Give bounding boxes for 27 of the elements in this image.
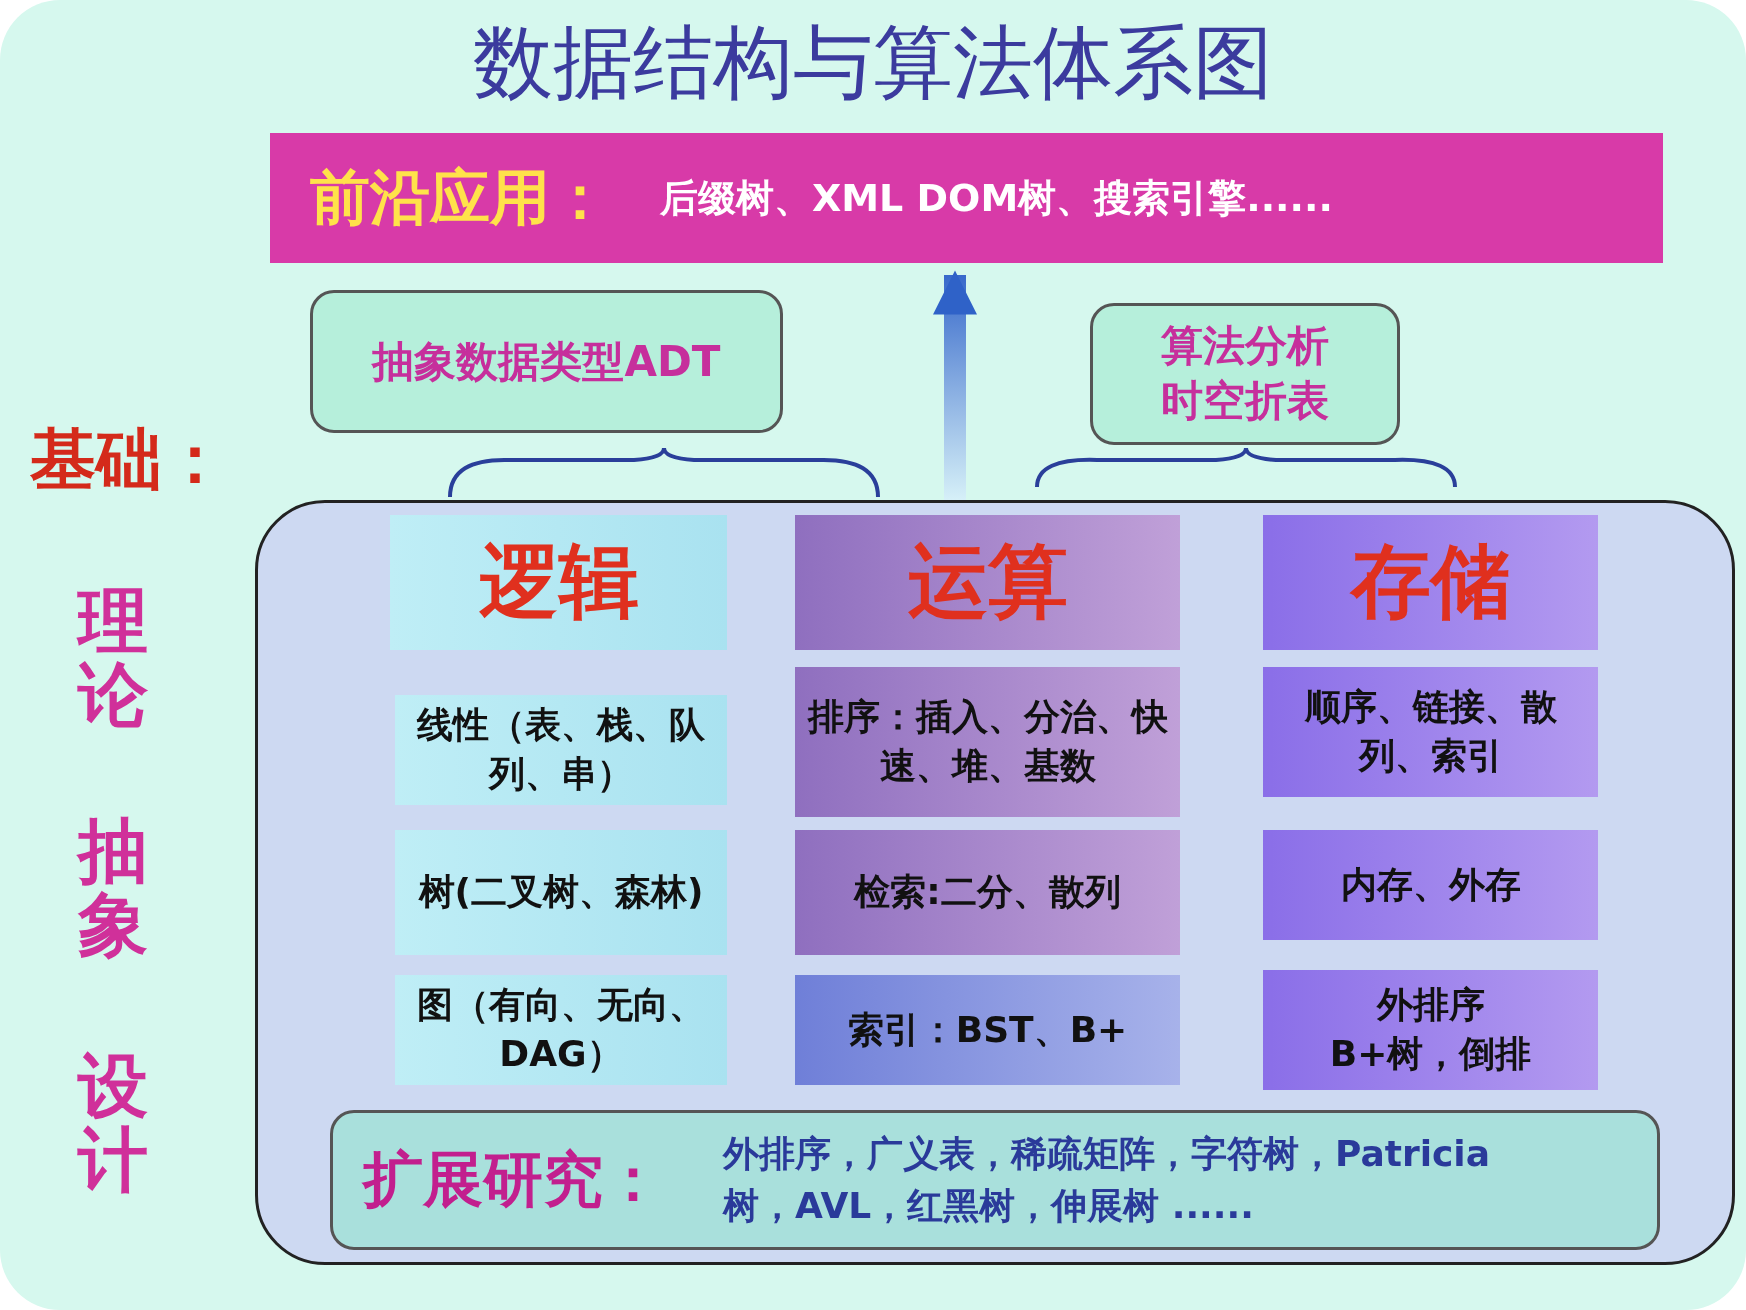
side-heading: 基础： xyxy=(30,425,228,495)
side-label: 理论 xyxy=(78,585,149,732)
concept-box: 算法分析时空折表 xyxy=(1090,303,1400,445)
category-header: 运算 xyxy=(795,515,1180,650)
banner xyxy=(270,133,1663,263)
container-panel xyxy=(255,500,1735,1265)
topic-box: 图（有向、无向、DAG） xyxy=(395,975,727,1085)
arrow xyxy=(933,270,977,500)
category-header: 存储 xyxy=(1263,515,1598,650)
diagram-title: 数据结构与算法体系图 xyxy=(472,15,1274,111)
field-heading: 前沿应用： xyxy=(310,160,610,234)
topic-box: 顺序、链接、散列、索引 xyxy=(1263,667,1598,797)
topic-box: 检索:二分、散列 xyxy=(795,830,1180,955)
topic-box: 外排序B+树，倒排 xyxy=(1263,970,1598,1090)
topic-box: 线性（表、栈、队列、串） xyxy=(395,695,727,805)
topic-box: 排序：插入、分治、快速、堆、基数 xyxy=(795,667,1180,817)
topic-box: 索引：BST、B+ xyxy=(795,975,1180,1085)
topic-box: 内存、外存 xyxy=(1263,830,1598,940)
concept-box: 抽象数据类型ADT xyxy=(310,290,783,433)
topic-box: 树(二叉树、森林) xyxy=(395,830,727,955)
side-label: 抽象 xyxy=(78,815,149,962)
field-text: 外排序，广义表，稀疏矩阵，字符树，Patricia树，AVL，红黑树，伸展树 ...... xyxy=(723,1131,1491,1228)
category-header: 逻辑 xyxy=(390,515,727,650)
side-label: 设计 xyxy=(78,1050,149,1197)
field-heading: 扩展研究： xyxy=(363,1142,663,1216)
research-box xyxy=(330,1110,1660,1250)
field-text: 后缀树、XML DOM树、搜索引擎...... xyxy=(660,174,1333,222)
